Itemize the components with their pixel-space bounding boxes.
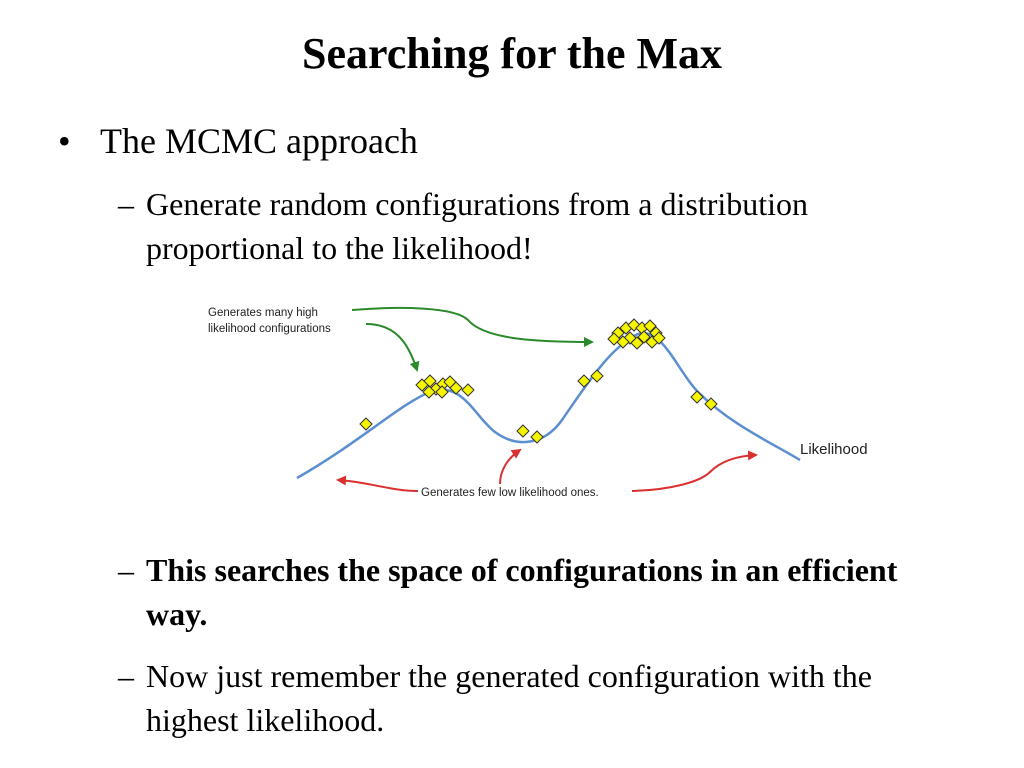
bullet-dot: • <box>58 121 71 161</box>
sample-marker <box>530 430 544 444</box>
high-arrow-to-left-peak <box>365 323 420 372</box>
sample-marker <box>516 424 530 438</box>
sample-marker <box>637 330 651 344</box>
slide-title: Searching for the Max <box>302 29 722 78</box>
annot-high-line2: likelihood configurations <box>208 323 331 335</box>
sample-marker <box>422 385 436 399</box>
sample-marker <box>690 390 704 404</box>
sample-marker <box>449 381 463 395</box>
dash-marker: – <box>118 186 134 222</box>
dash-marker: – <box>118 552 134 588</box>
annot-low: Generates few low likelihood ones. <box>421 487 599 499</box>
low-arrow-left <box>336 475 419 492</box>
sub-bullet-efficient-text: This searches the space of configuration… <box>146 552 898 632</box>
low-arrow-right <box>631 450 758 492</box>
sample-marker <box>359 417 373 431</box>
sample-marker <box>461 383 475 397</box>
likelihood-label: Likelihood <box>800 441 868 458</box>
sample-marker <box>704 397 718 411</box>
sample-marker <box>643 319 657 333</box>
likelihood-curve <box>296 331 801 480</box>
sample-marker <box>652 331 666 345</box>
sample-marker <box>577 374 591 388</box>
sample-marker <box>630 336 644 350</box>
bullet-mcmc-text: The MCMC approach <box>100 121 418 161</box>
high-arrow-to-right-peak <box>351 306 594 347</box>
samples <box>359 318 718 444</box>
sample-marker <box>435 385 449 399</box>
sub-bullet-remember-text: Now just remember the generated configur… <box>146 658 872 738</box>
sub-bullet-generate-text: Generate random configurations from a di… <box>146 186 809 266</box>
annot-high-line1: Generates many high <box>208 307 318 319</box>
sample-marker <box>590 369 604 383</box>
low-arrow-valley <box>499 448 522 485</box>
dash-marker: – <box>118 658 134 694</box>
sample-marker <box>607 332 621 346</box>
likelihood-diagram: Generates many high likelihood configura… <box>208 306 868 499</box>
